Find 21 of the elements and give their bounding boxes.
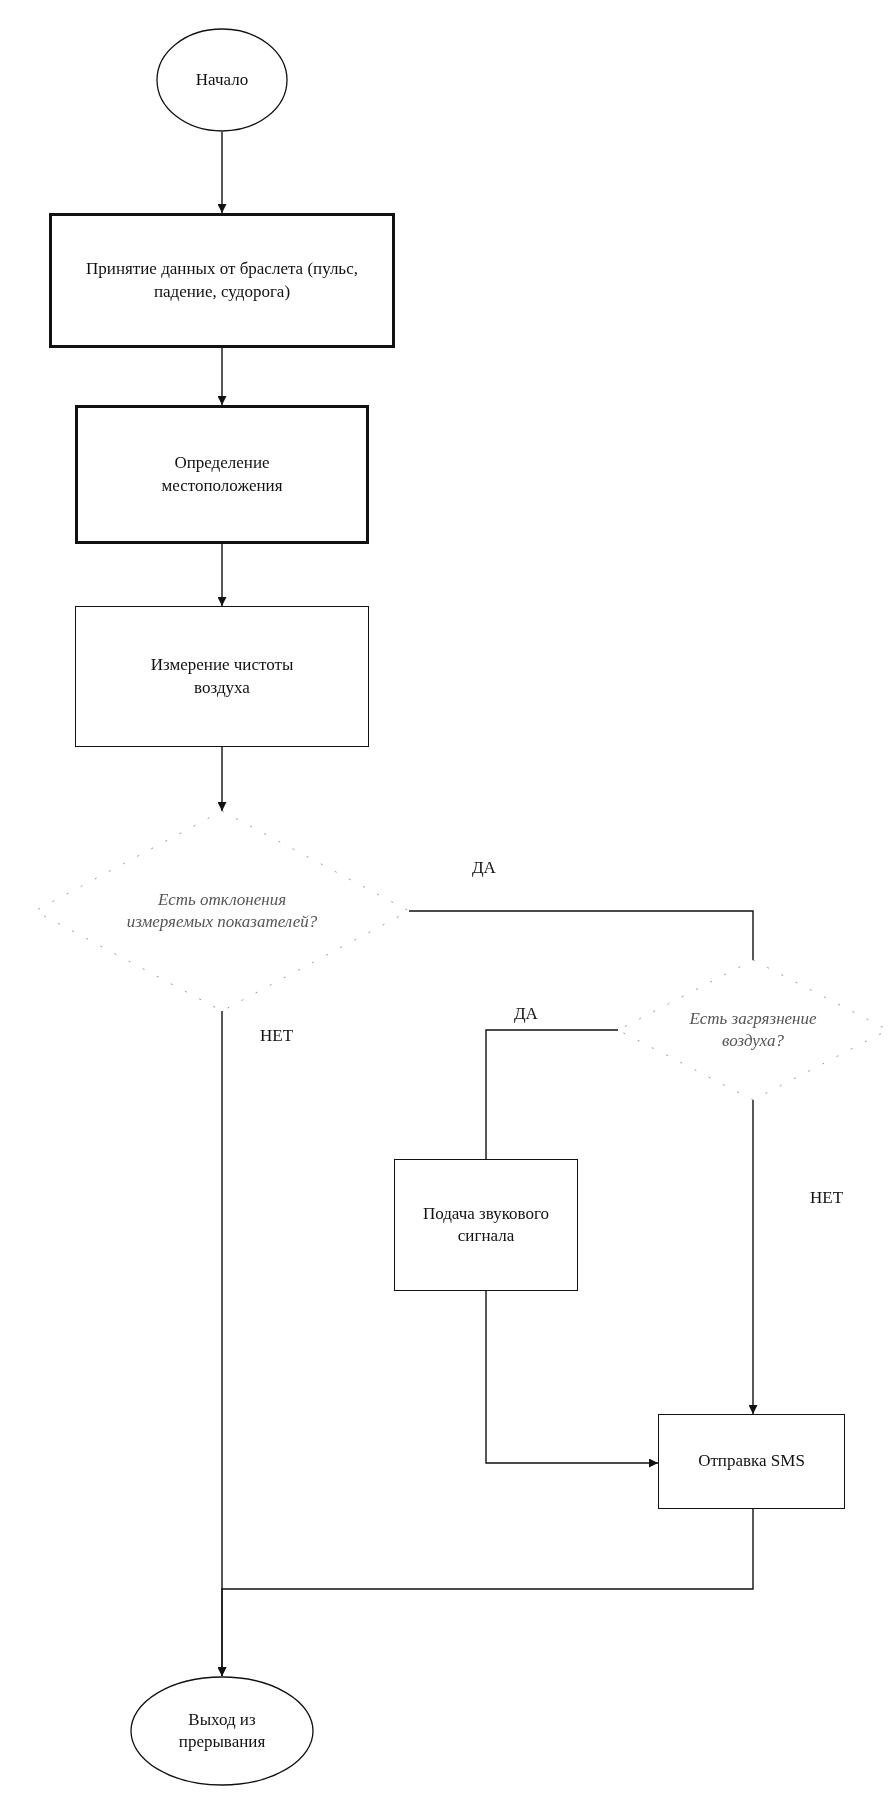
node-text: Определение местоположения [160,452,284,497]
node-text: Есть загрязнение воздуха? [688,1007,818,1052]
arrow [217,543,227,607]
process-box [49,213,395,348]
process-box [75,606,369,747]
node-text: Подача звукового сигнала [421,1202,551,1247]
process-box [394,1159,578,1291]
arrow [217,131,227,214]
arrow [217,347,227,406]
arrow [217,1010,227,1677]
process-box [75,405,369,544]
arrow [748,1099,758,1415]
node-text: Выход из прерывания [177,1708,267,1753]
node-text: Есть отклонения измеряемых показателей? [125,888,319,933]
node-text: Измерение чистоты воздуха [149,654,295,699]
arrow [485,1290,659,1468]
node-text: Принятие данных от браслета (пульс, падение, судорога) [85,258,359,303]
process-box [658,1414,845,1509]
node-text: Отправка SMS [698,1450,805,1473]
node-text: Начало [195,68,249,91]
arrow [217,746,227,812]
